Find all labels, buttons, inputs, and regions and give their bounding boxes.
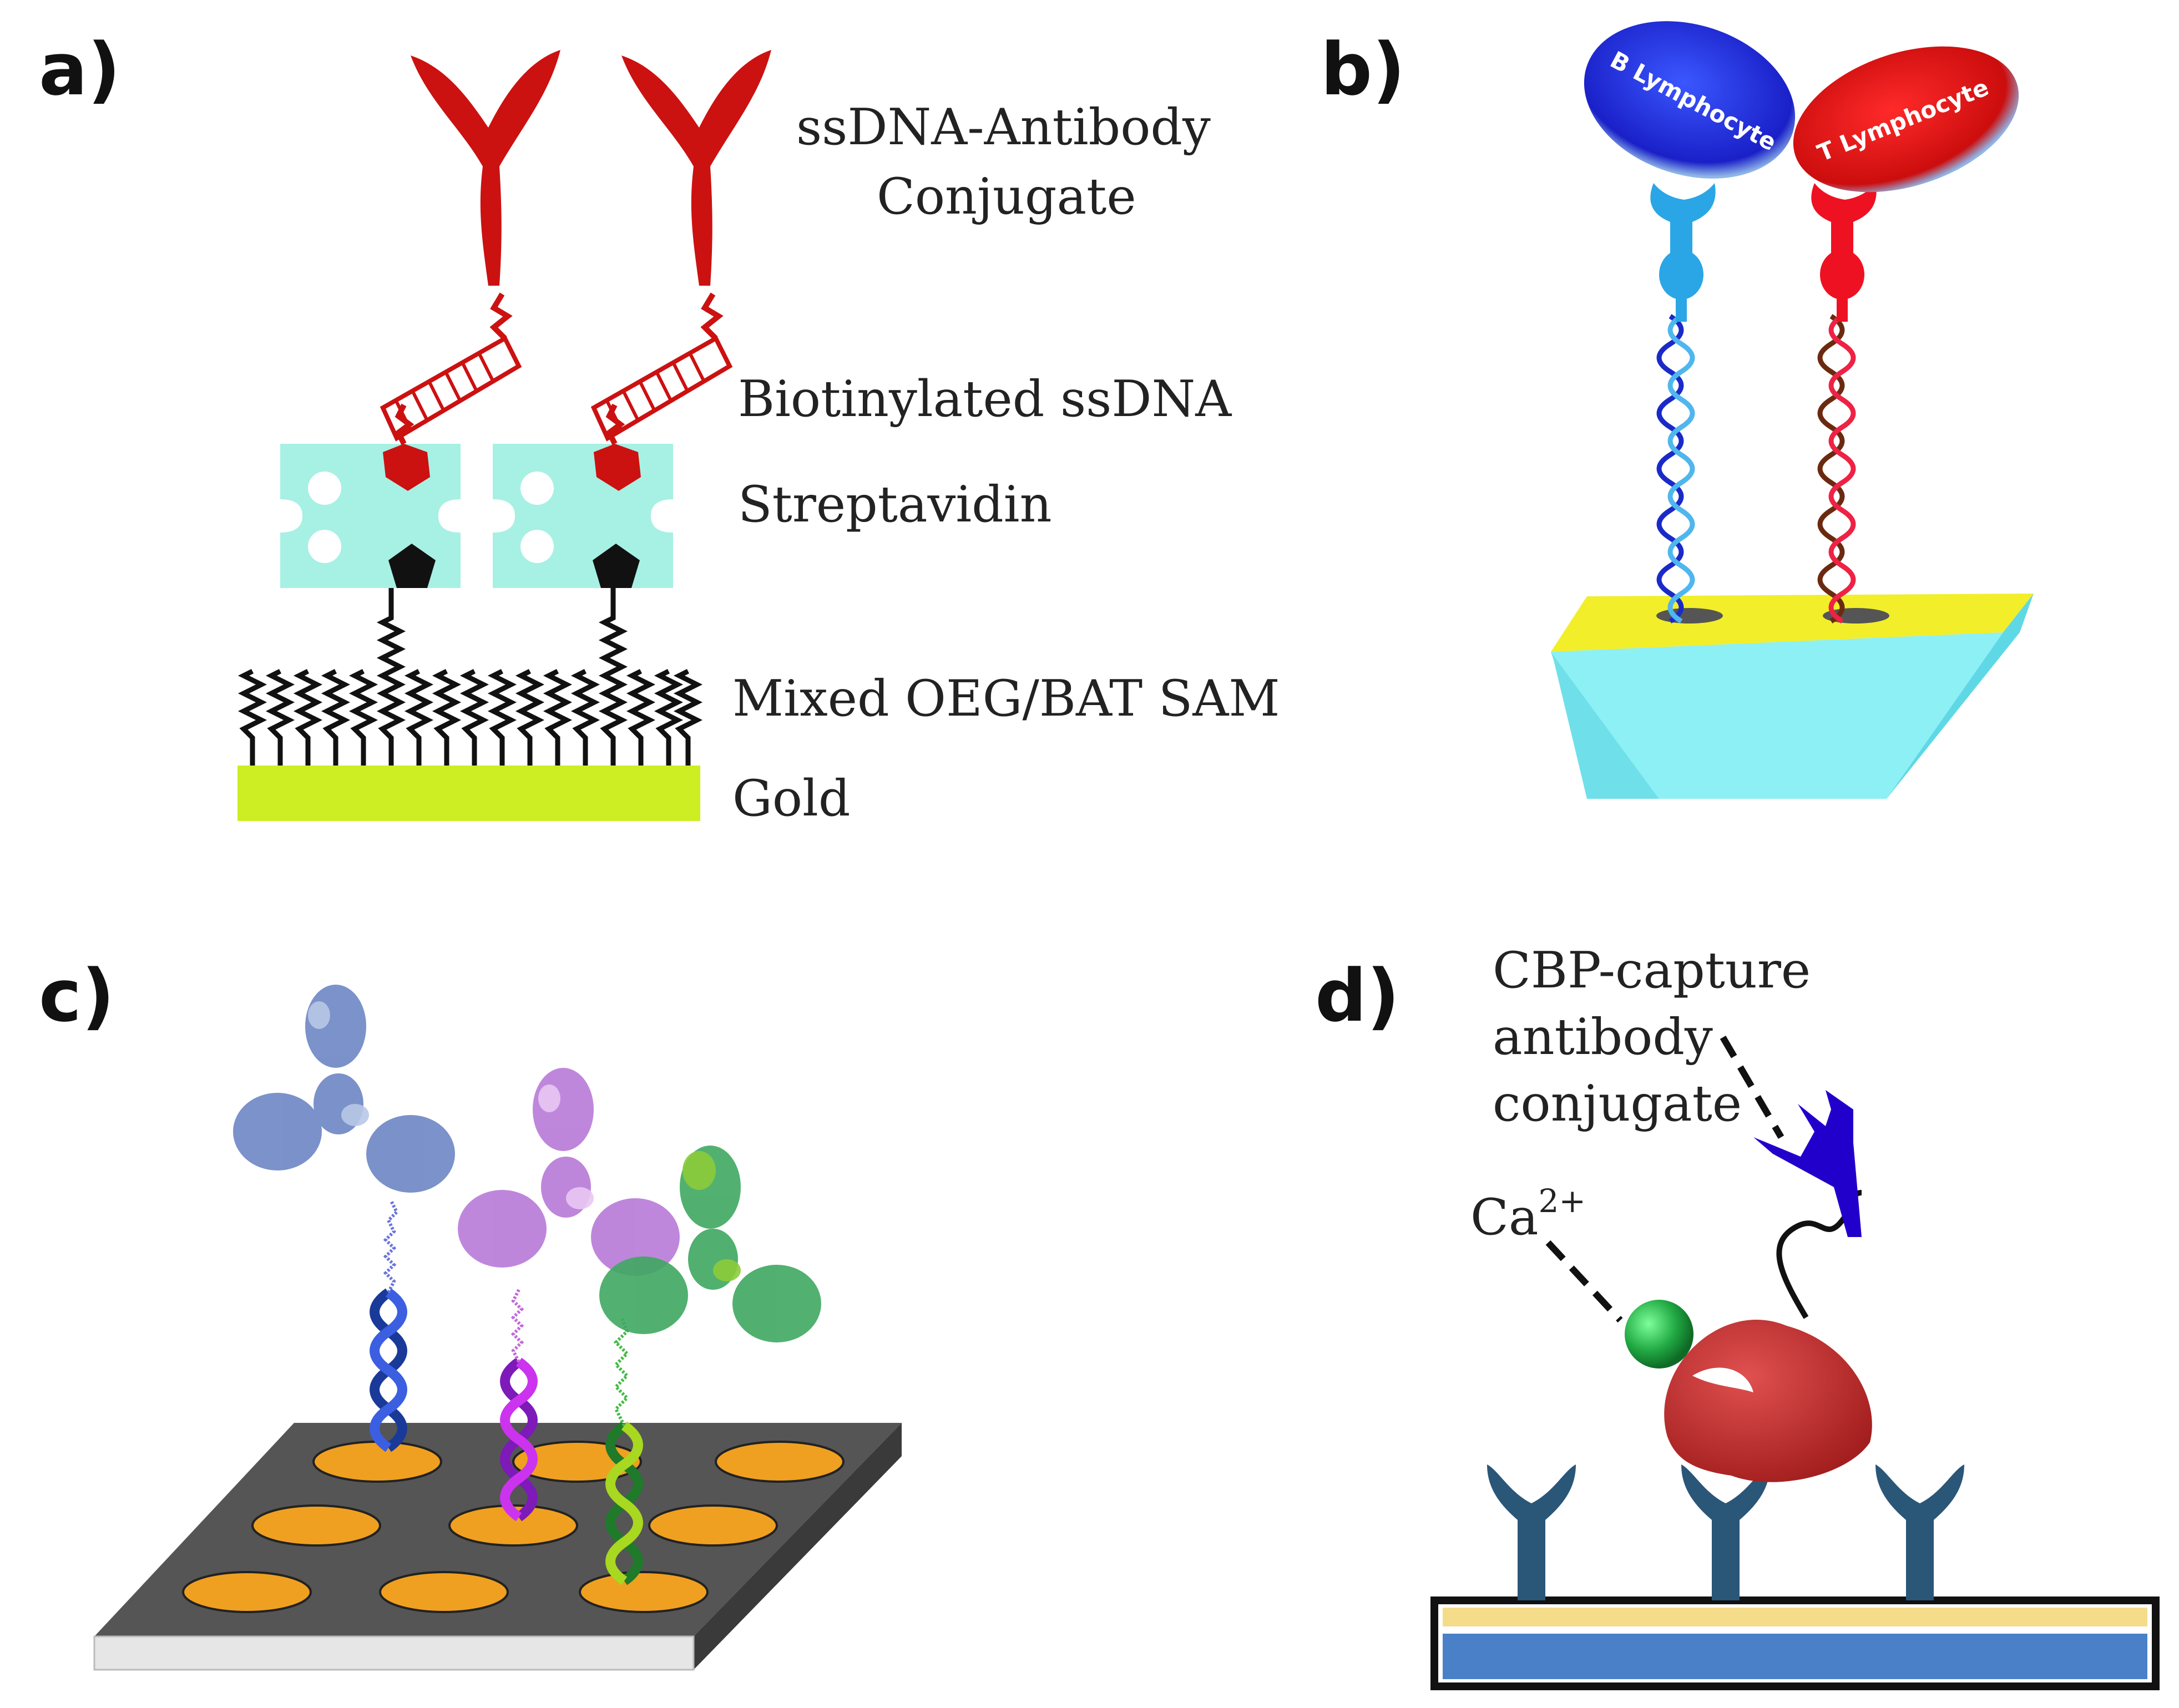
panel-d: d) CBP-capture antibody conjugate Ca2+: [1315, 941, 2160, 1690]
label-conjugate-line1: ssDNA-Antibody: [796, 98, 1211, 156]
panel-b: b): [1321, 21, 2034, 799]
label-sam: Mixed OEG/BAT SAM: [732, 670, 1280, 728]
biotin-left: [388, 544, 436, 588]
panel-d-label: d): [1315, 954, 1399, 1038]
label-streptavidin: Streptavidin: [738, 475, 1052, 534]
t-cell-antibody: [1811, 183, 1877, 322]
gold-substrate: [237, 766, 700, 821]
t-cell-tether: [1817, 314, 1856, 624]
label-calcium-sup: 2+: [1539, 1182, 1586, 1220]
b-lymphocyte: B Lymphocyte: [1584, 21, 1796, 179]
panel-c-label: c): [39, 954, 114, 1038]
panel-b-label: b): [1321, 27, 1405, 111]
label-calcium: Ca2+: [1470, 1182, 1586, 1246]
t-lymphocyte: T Lymphocyte: [1793, 46, 2019, 192]
dna-antibody-purple: [458, 1068, 680, 1522]
ssdna-antibody-left: [380, 50, 560, 445]
dna-antibody-green: [599, 1146, 821, 1585]
label-conjugate-line2: Conjugate: [877, 168, 1136, 226]
calcium-ion: [1625, 1300, 1693, 1369]
panel-c: c): [39, 954, 902, 1671]
ssdna-antibody-right: [590, 50, 771, 445]
label-cbp-line3: conjugate: [1493, 1075, 1742, 1133]
slide-substrate: [1443, 1634, 2147, 1679]
slide-coating: [1443, 1608, 2147, 1626]
panel-a-label: a): [39, 27, 120, 111]
chip-front: [1551, 632, 2003, 799]
label-calcium-base: Ca: [1470, 1188, 1539, 1246]
ssdna-biotin-left: [383, 444, 430, 491]
b-cell-antibody: [1650, 183, 1716, 322]
surface-antibodies: [1487, 1464, 1964, 1600]
sam-chains: [237, 580, 703, 766]
cbp-protein: [1664, 1320, 1872, 1482]
streptavidin-right: [493, 444, 673, 588]
label-gold: Gold: [732, 769, 850, 828]
ssdna-biotin-right: [594, 444, 641, 491]
label-cbp-line1: CBP-capture: [1493, 941, 1811, 1000]
label-biotinylated-ssdna: Biotinylated ssDNA: [738, 370, 1232, 428]
biotin-right: [593, 544, 640, 588]
dna-antibody-blue: [233, 985, 455, 1452]
leader-calcium: [1545, 1240, 1623, 1323]
capture-antibody: [1753, 1090, 1862, 1237]
label-cbp-line2: antibody: [1493, 1008, 1713, 1066]
panel-a: a): [39, 27, 1280, 828]
leader-cbp: [1720, 1035, 1784, 1139]
b-cell-tether: [1656, 314, 1695, 624]
